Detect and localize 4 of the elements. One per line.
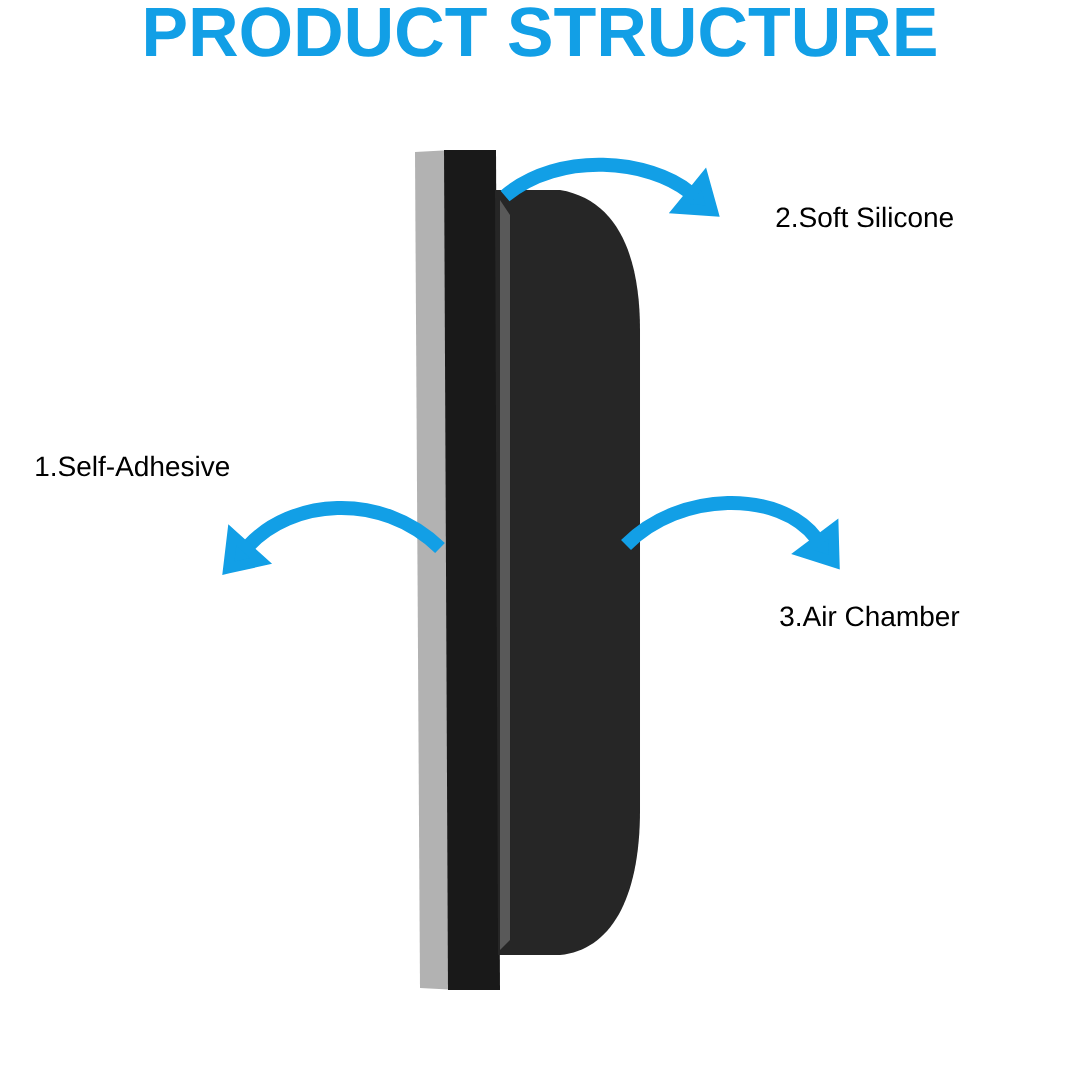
callout-label: 3.Air Chamber bbox=[780, 605, 960, 627]
callout-label: 1.Self-Adhesive bbox=[36, 455, 230, 477]
title: PRODUCT STRUCTURE bbox=[146, 7, 936, 57]
callout-label: 2.Soft Silicone bbox=[776, 206, 953, 228]
